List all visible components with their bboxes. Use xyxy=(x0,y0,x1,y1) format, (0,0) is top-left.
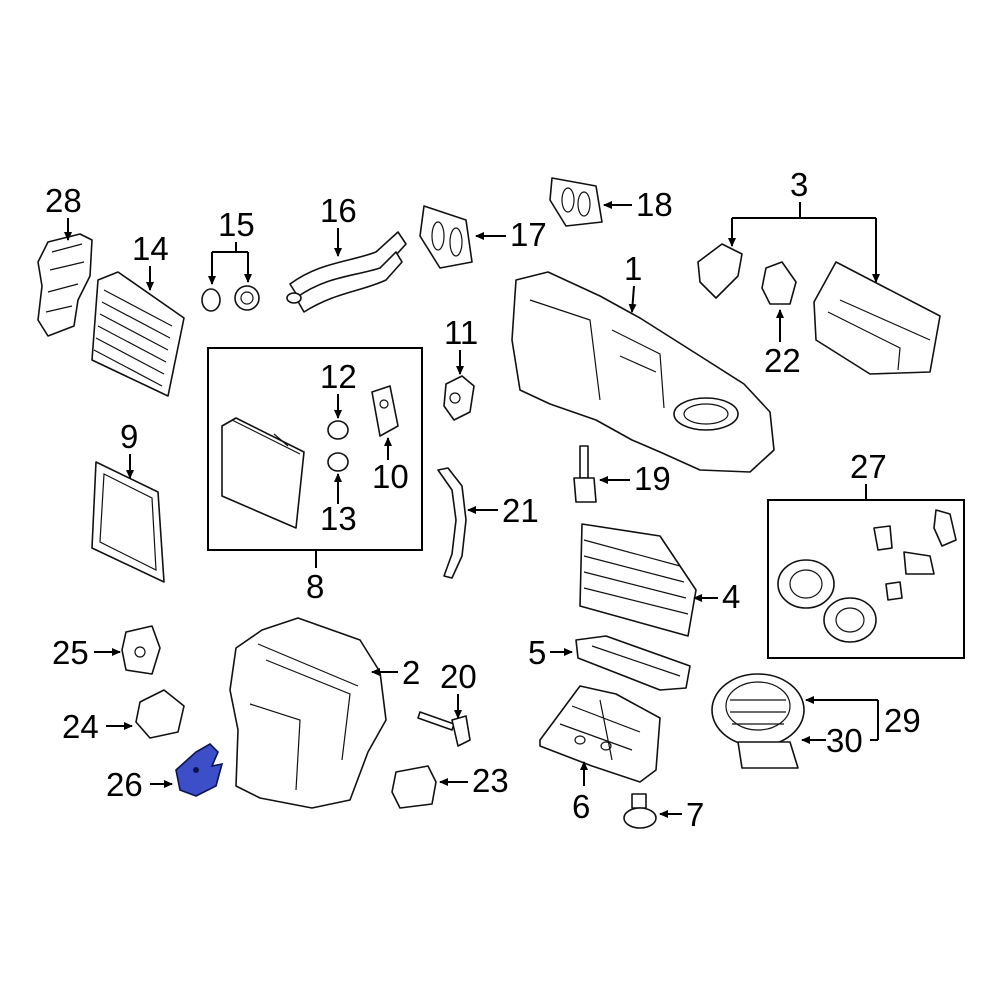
callout-5: 5 xyxy=(528,634,573,671)
svg-text:4: 4 xyxy=(722,578,740,615)
part-26-actuator-highlighted[interactable] xyxy=(175,743,224,797)
part-7-grommet[interactable] xyxy=(623,793,657,829)
svg-text:14: 14 xyxy=(132,230,169,267)
svg-text:8: 8 xyxy=(306,568,324,605)
callout-2: 2 xyxy=(371,654,420,691)
svg-text:11: 11 xyxy=(444,314,478,351)
part-27-motor-parts[interactable] xyxy=(777,509,957,643)
callout-4: 4 xyxy=(693,578,740,615)
svg-text:24: 24 xyxy=(62,708,99,745)
callout-27: 27 xyxy=(850,448,887,500)
svg-text:5: 5 xyxy=(528,634,546,671)
svg-text:7: 7 xyxy=(686,796,704,833)
callout-20: 20 xyxy=(440,658,477,719)
callout-12: 12 xyxy=(320,358,357,419)
svg-text:28: 28 xyxy=(45,182,82,219)
svg-text:1: 1 xyxy=(624,250,642,287)
svg-text:26: 26 xyxy=(106,766,143,803)
callout-6: 6 xyxy=(572,761,590,825)
callout-3: 3 xyxy=(728,166,880,283)
part-17-seal[interactable] xyxy=(419,205,473,269)
svg-text:30: 30 xyxy=(826,722,863,759)
svg-text:13: 13 xyxy=(320,500,357,537)
part-14-heater-core[interactable] xyxy=(91,271,185,397)
svg-text:6: 6 xyxy=(572,788,590,825)
callout-22: 22 xyxy=(764,309,801,379)
callout-21: 21 xyxy=(467,492,539,529)
svg-text:23: 23 xyxy=(472,762,509,799)
svg-text:2: 2 xyxy=(402,654,420,691)
part-29-blower-motor[interactable] xyxy=(711,673,805,769)
part-13-o-ring[interactable] xyxy=(327,452,349,472)
svg-text:15: 15 xyxy=(218,206,255,243)
svg-text:27: 27 xyxy=(850,448,887,485)
part-15-clamps[interactable] xyxy=(201,285,260,312)
callout-29: 29 xyxy=(805,696,921,741)
callout-10: 10 xyxy=(372,437,409,495)
svg-text:12: 12 xyxy=(320,358,357,395)
callout-24: 24 xyxy=(62,708,133,745)
svg-text:16: 16 xyxy=(320,192,357,229)
svg-text:20: 20 xyxy=(440,658,477,695)
part-4-filter[interactable] xyxy=(579,523,697,637)
part-28-side-panel[interactable] xyxy=(37,233,93,337)
callout-17: 17 xyxy=(475,216,547,253)
callout-14: 14 xyxy=(132,230,169,291)
callout-1: 1 xyxy=(624,250,642,313)
svg-text:18: 18 xyxy=(636,186,673,223)
part-1-hvac-housing[interactable] xyxy=(511,271,775,473)
callout-11: 11 xyxy=(444,314,478,375)
part-24-actuator[interactable] xyxy=(135,689,185,739)
callout-9: 9 xyxy=(120,418,138,479)
part-6-tray[interactable] xyxy=(539,685,661,783)
svg-text:25: 25 xyxy=(52,634,89,671)
svg-text:22: 22 xyxy=(764,342,801,379)
part-10-expansion-valve[interactable] xyxy=(371,385,399,437)
part-3-bracket[interactable] xyxy=(697,243,743,299)
callout-15: 15 xyxy=(208,206,255,285)
part-25-switch[interactable] xyxy=(121,625,161,675)
svg-text:3: 3 xyxy=(790,166,808,203)
callout-30: 30 xyxy=(801,722,863,759)
callout-8: 8 xyxy=(306,550,324,605)
part-9-filter-frame[interactable] xyxy=(91,461,165,583)
part-8-evaporator[interactable] xyxy=(221,417,305,529)
callout-23: 23 xyxy=(439,762,509,799)
callout-26: 26 xyxy=(106,766,173,803)
callout-19: 19 xyxy=(599,460,671,497)
part-2-heater-housing[interactable] xyxy=(229,617,387,809)
part-20-sensor-probe[interactable] xyxy=(417,711,471,747)
part-5-seal-strip[interactable] xyxy=(575,635,691,691)
part-19-bolt[interactable] xyxy=(573,445,597,503)
svg-text:19: 19 xyxy=(634,460,671,497)
part-12-o-ring[interactable] xyxy=(327,420,349,440)
part-18-seal[interactable] xyxy=(549,177,603,227)
svg-text:10: 10 xyxy=(372,458,409,495)
callout-28: 28 xyxy=(45,182,82,241)
callout-25: 25 xyxy=(52,634,121,671)
part-21-hose[interactable] xyxy=(437,467,467,579)
part-23-module[interactable] xyxy=(391,765,437,809)
callout-7: 7 xyxy=(659,796,704,833)
part-3-blower-case[interactable] xyxy=(813,261,941,375)
callout-18: 18 xyxy=(603,186,673,223)
svg-text:9: 9 xyxy=(120,418,138,455)
svg-text:21: 21 xyxy=(502,492,539,529)
svg-text:29: 29 xyxy=(884,702,921,739)
svg-text:17: 17 xyxy=(510,216,547,253)
part-22-actuator[interactable] xyxy=(761,261,797,305)
part-11-sensor[interactable] xyxy=(443,375,475,421)
part-16-heater-pipes[interactable] xyxy=(286,231,407,313)
callout-13: 13 xyxy=(320,473,357,537)
callout-16: 16 xyxy=(320,192,357,257)
